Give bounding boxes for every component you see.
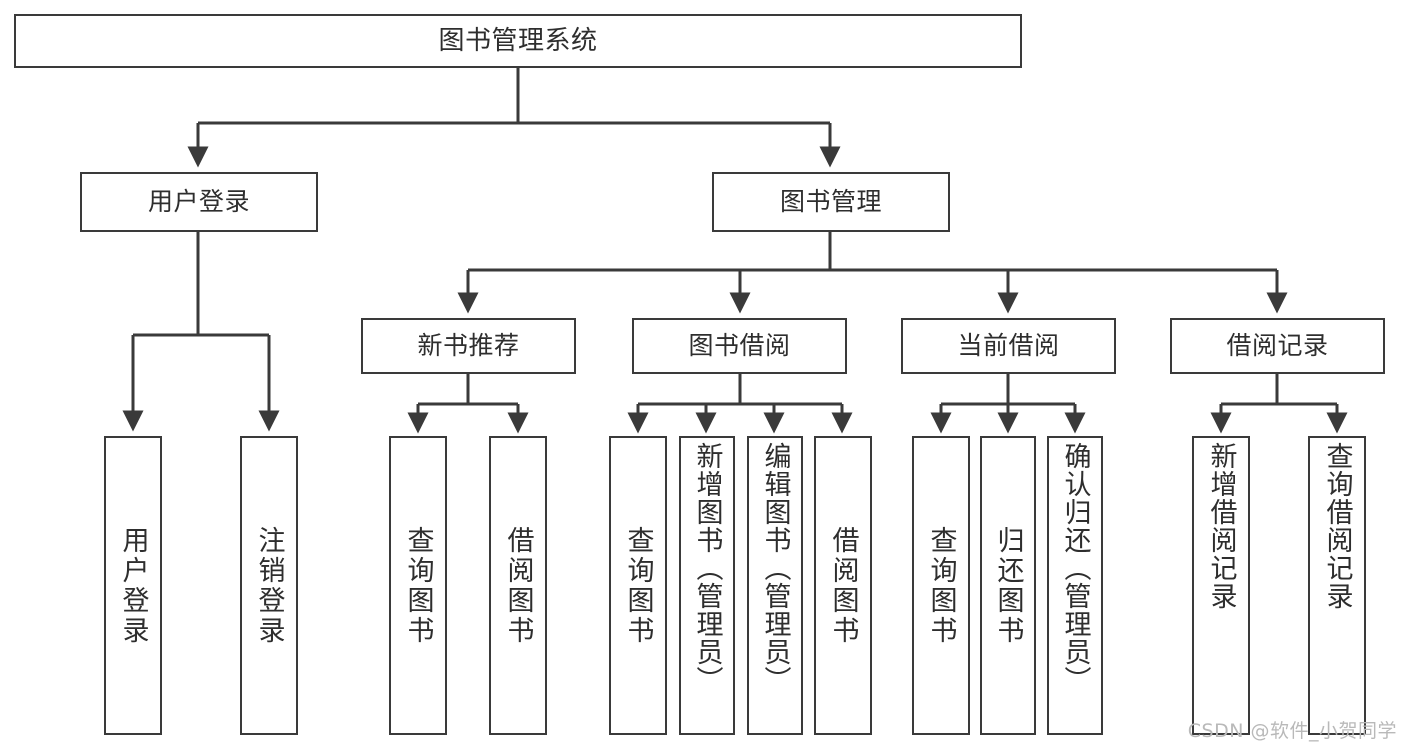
node-leaf-query-book-2[interactable]: 查询图书 — [609, 436, 667, 735]
node-leaf-query-record[interactable]: 查询借阅记录 — [1308, 436, 1366, 735]
node-leaf-add-record[interactable]: 新增借阅记录 — [1192, 436, 1250, 735]
node-leaf-borrow-book-2-label: 借阅图书 — [827, 525, 859, 646]
node-leaf-borrow-book-1[interactable]: 借阅图书 — [489, 436, 547, 735]
node-leaf-edit-book-label: 编辑图书（管理员） — [759, 442, 791, 694]
node-borrow-record-label: 借阅记录 — [1226, 331, 1329, 361]
node-leaf-query-book-1-label: 查询图书 — [402, 525, 434, 646]
node-current-borrow-label: 当前借阅 — [957, 331, 1060, 361]
csdn-watermark: CSDN @软件_小贺同学 — [1187, 720, 1397, 742]
node-leaf-query-book-2-label: 查询图书 — [622, 525, 654, 646]
node-leaf-add-book-label: 新增图书（管理员） — [691, 442, 723, 694]
node-root-label: 图书管理系统 — [438, 25, 598, 56]
node-leaf-borrow-book-2[interactable]: 借阅图书 — [814, 436, 872, 735]
node-leaf-logout[interactable]: 注销登录 — [240, 436, 298, 735]
node-leaf-return-book[interactable]: 归还图书 — [980, 436, 1036, 735]
node-book-borrow[interactable]: 图书借阅 — [632, 318, 847, 374]
node-book-borrow-label: 图书借阅 — [688, 331, 791, 361]
node-borrow-record[interactable]: 借阅记录 — [1170, 318, 1385, 374]
node-leaf-add-book[interactable]: 新增图书（管理员） — [679, 436, 735, 735]
node-user-login-label: 用户登录 — [147, 187, 250, 217]
node-leaf-user-login[interactable]: 用户登录 — [104, 436, 162, 735]
node-leaf-query-book-3[interactable]: 查询图书 — [912, 436, 970, 735]
node-root[interactable]: 图书管理系统 — [14, 14, 1022, 68]
node-user-login[interactable]: 用户登录 — [80, 172, 318, 232]
node-leaf-confirm-return-label: 确认归还（管理员） — [1059, 442, 1091, 694]
node-leaf-logout-label: 注销登录 — [253, 525, 285, 646]
node-leaf-query-record-label: 查询借阅记录 — [1321, 442, 1353, 610]
node-leaf-user-login-label: 用户登录 — [117, 525, 149, 646]
node-leaf-query-book-3-label: 查询图书 — [925, 525, 957, 646]
node-leaf-confirm-return[interactable]: 确认归还（管理员） — [1047, 436, 1103, 735]
node-new-book-rec-label: 新书推荐 — [417, 331, 520, 361]
node-book-manage[interactable]: 图书管理 — [712, 172, 950, 232]
node-leaf-query-book-1[interactable]: 查询图书 — [389, 436, 447, 735]
node-book-manage-label: 图书管理 — [779, 187, 882, 217]
node-leaf-edit-book[interactable]: 编辑图书（管理员） — [747, 436, 803, 735]
node-leaf-return-book-label: 归还图书 — [992, 525, 1024, 646]
node-new-book-rec[interactable]: 新书推荐 — [361, 318, 576, 374]
node-current-borrow[interactable]: 当前借阅 — [901, 318, 1116, 374]
node-leaf-borrow-book-1-label: 借阅图书 — [502, 525, 534, 646]
node-leaf-add-record-label: 新增借阅记录 — [1205, 442, 1237, 610]
